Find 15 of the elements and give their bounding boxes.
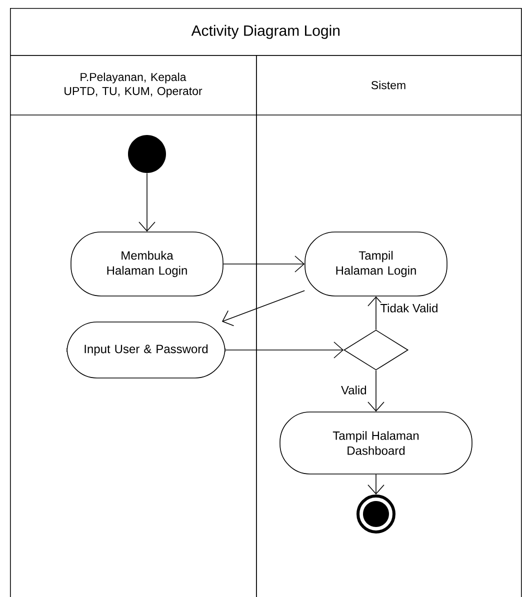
activity-box: Tampil Halaman Login: [304, 232, 448, 296]
activity-box: Tampil Halaman Dashboard: [280, 412, 472, 474]
arrow: [223, 256, 305, 272]
arrow: [222, 290, 305, 326]
end-node: [356, 494, 396, 534]
start-node: [128, 135, 166, 173]
edge-label: Tidak Valid: [379, 302, 440, 314]
arrow: [368, 370, 384, 412]
title-band: Activity Diagram Login: [10, 8, 522, 56]
activity-box: Input User & Password: [66, 322, 226, 378]
edge-label: Valid: [340, 384, 368, 396]
arrow: [368, 474, 384, 494]
arrow: [225, 342, 344, 358]
arrow: [138, 172, 156, 232]
activity-box: Membuka Halaman Login: [70, 232, 224, 296]
